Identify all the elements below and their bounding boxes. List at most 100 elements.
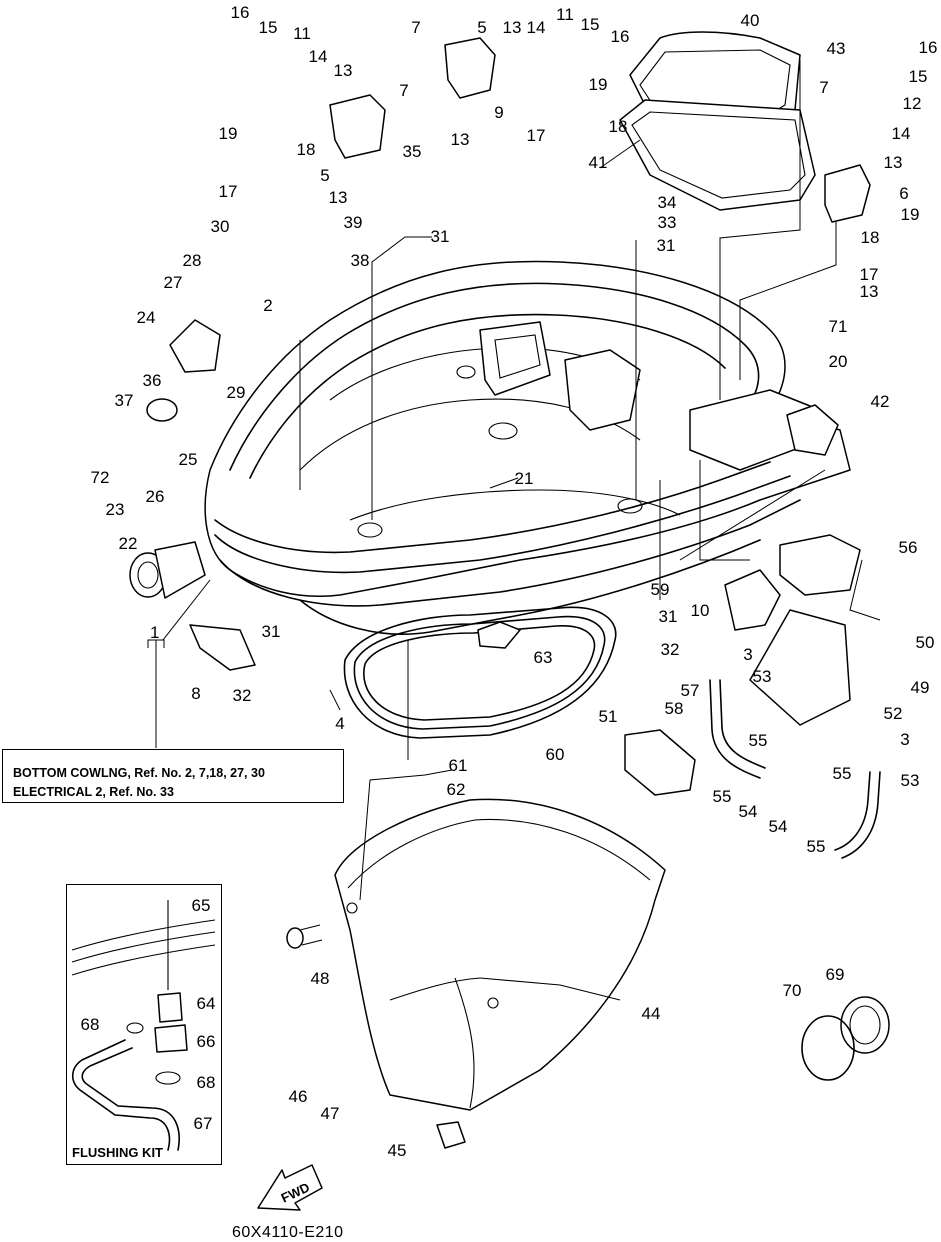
reference-note: BOTTOM COWLNG, Ref. No. 2, 7,18, 27, 30 … — [2, 749, 344, 803]
callout-41: 41 — [589, 153, 608, 172]
callout-17: 17 — [527, 126, 546, 145]
flushing-kit-inset — [66, 884, 222, 1165]
assembly-bracket — [147, 579, 211, 748]
callout-55: 55 — [713, 787, 732, 806]
callout-63: 63 — [534, 648, 553, 667]
callout-65: 65 — [192, 896, 211, 915]
callout-23: 23 — [106, 500, 125, 519]
cover-plate — [619, 31, 816, 211]
callout-62: 62 — [447, 780, 466, 799]
callout-54: 54 — [739, 802, 758, 821]
callout-55: 55 — [807, 837, 826, 856]
flushing-kit-parts — [71, 900, 216, 1151]
callout-72: 72 — [91, 468, 110, 487]
callout-7: 7 — [819, 78, 828, 97]
leader-lines — [299, 60, 881, 901]
callout-46: 46 — [289, 1087, 308, 1106]
callout-64: 64 — [197, 994, 216, 1013]
flushing-kit-title: FLUSHING KIT — [72, 1145, 163, 1160]
callout-36: 36 — [143, 371, 162, 390]
reference-note-line-2: ELECTRICAL 2, Ref. No. 33 — [13, 785, 174, 799]
callout-13: 13 — [860, 282, 879, 301]
callout-56: 56 — [899, 538, 918, 557]
callout-60: 60 — [546, 745, 565, 764]
callout-42: 42 — [871, 392, 890, 411]
callout-35: 35 — [403, 142, 422, 161]
callout-53: 53 — [901, 771, 920, 790]
callout-14: 14 — [892, 124, 911, 143]
callout-4: 4 — [335, 714, 344, 733]
callout-16: 16 — [231, 3, 250, 22]
fwd-arrow: FWD — [257, 1164, 323, 1211]
callout-55: 55 — [833, 764, 852, 783]
callout-18: 18 — [861, 228, 880, 247]
callout-54: 54 — [769, 817, 788, 836]
callout-5: 5 — [477, 18, 486, 37]
callout-18: 18 — [297, 140, 316, 159]
callout-45: 45 — [388, 1141, 407, 1160]
callout-18: 18 — [609, 117, 628, 136]
callout-27: 27 — [164, 273, 183, 292]
callout-2: 2 — [263, 296, 272, 315]
callout-19: 19 — [901, 205, 920, 224]
callout-59: 59 — [651, 580, 670, 599]
callout-14: 14 — [527, 18, 546, 37]
callout-40: 40 — [741, 11, 760, 30]
callout-55: 55 — [749, 731, 768, 750]
callout-43: 43 — [827, 39, 846, 58]
callout-50: 50 — [916, 633, 935, 652]
callout-38: 38 — [351, 251, 370, 270]
callout-7: 7 — [399, 81, 408, 100]
reference-note-line-1: BOTTOM COWLNG, Ref. No. 2, 7,18, 27, 30 — [13, 766, 265, 780]
callout-48: 48 — [311, 969, 330, 988]
callout-39: 39 — [344, 213, 363, 232]
callout-44: 44 — [642, 1004, 661, 1023]
callout-30: 30 — [211, 217, 230, 236]
callout-22: 22 — [119, 534, 138, 553]
callout-26: 26 — [146, 487, 165, 506]
callout-16: 16 — [919, 38, 938, 57]
callout-66: 66 — [197, 1032, 216, 1051]
apron — [334, 798, 666, 1111]
callout-6: 6 — [899, 184, 908, 203]
callout-11: 11 — [293, 24, 311, 43]
callout-29: 29 — [227, 383, 246, 402]
callout-31: 31 — [657, 236, 676, 255]
callout-19: 19 — [589, 75, 608, 94]
callout-58: 58 — [665, 699, 684, 718]
callout-24: 24 — [137, 308, 156, 327]
callout-61: 61 — [449, 756, 468, 775]
callout-25: 25 — [179, 450, 198, 469]
callout-3: 3 — [743, 645, 752, 664]
callout-71: 71 — [829, 317, 848, 336]
callout-19: 19 — [219, 124, 238, 143]
callout-31: 31 — [659, 607, 678, 626]
callout-28: 28 — [183, 251, 202, 270]
callout-13: 13 — [884, 153, 903, 172]
callout-17: 17 — [219, 182, 238, 201]
small-parts — [129, 37, 890, 1149]
callout-3: 3 — [900, 730, 909, 749]
callout-37: 37 — [115, 391, 134, 410]
callout-57: 57 — [681, 681, 700, 700]
callout-47: 47 — [321, 1104, 340, 1123]
callout-9: 9 — [494, 103, 503, 122]
callout-15: 15 — [581, 15, 600, 34]
callout-20: 20 — [829, 352, 848, 371]
callout-16: 16 — [611, 27, 630, 46]
callout-5: 5 — [320, 166, 329, 185]
callout-7: 7 — [411, 18, 420, 37]
callout-15: 15 — [259, 18, 278, 37]
callout-49: 49 — [911, 678, 930, 697]
callout-12: 12 — [903, 94, 922, 113]
callout-21: 21 — [515, 469, 534, 488]
callout-33: 33 — [658, 213, 677, 232]
callout-68: 68 — [81, 1015, 100, 1034]
callout-31: 31 — [262, 622, 281, 641]
callout-8: 8 — [191, 684, 200, 703]
callout-13: 13 — [329, 188, 348, 207]
drawing-code: 60X4110-E210 — [232, 1224, 344, 1241]
callout-13: 13 — [334, 61, 353, 80]
